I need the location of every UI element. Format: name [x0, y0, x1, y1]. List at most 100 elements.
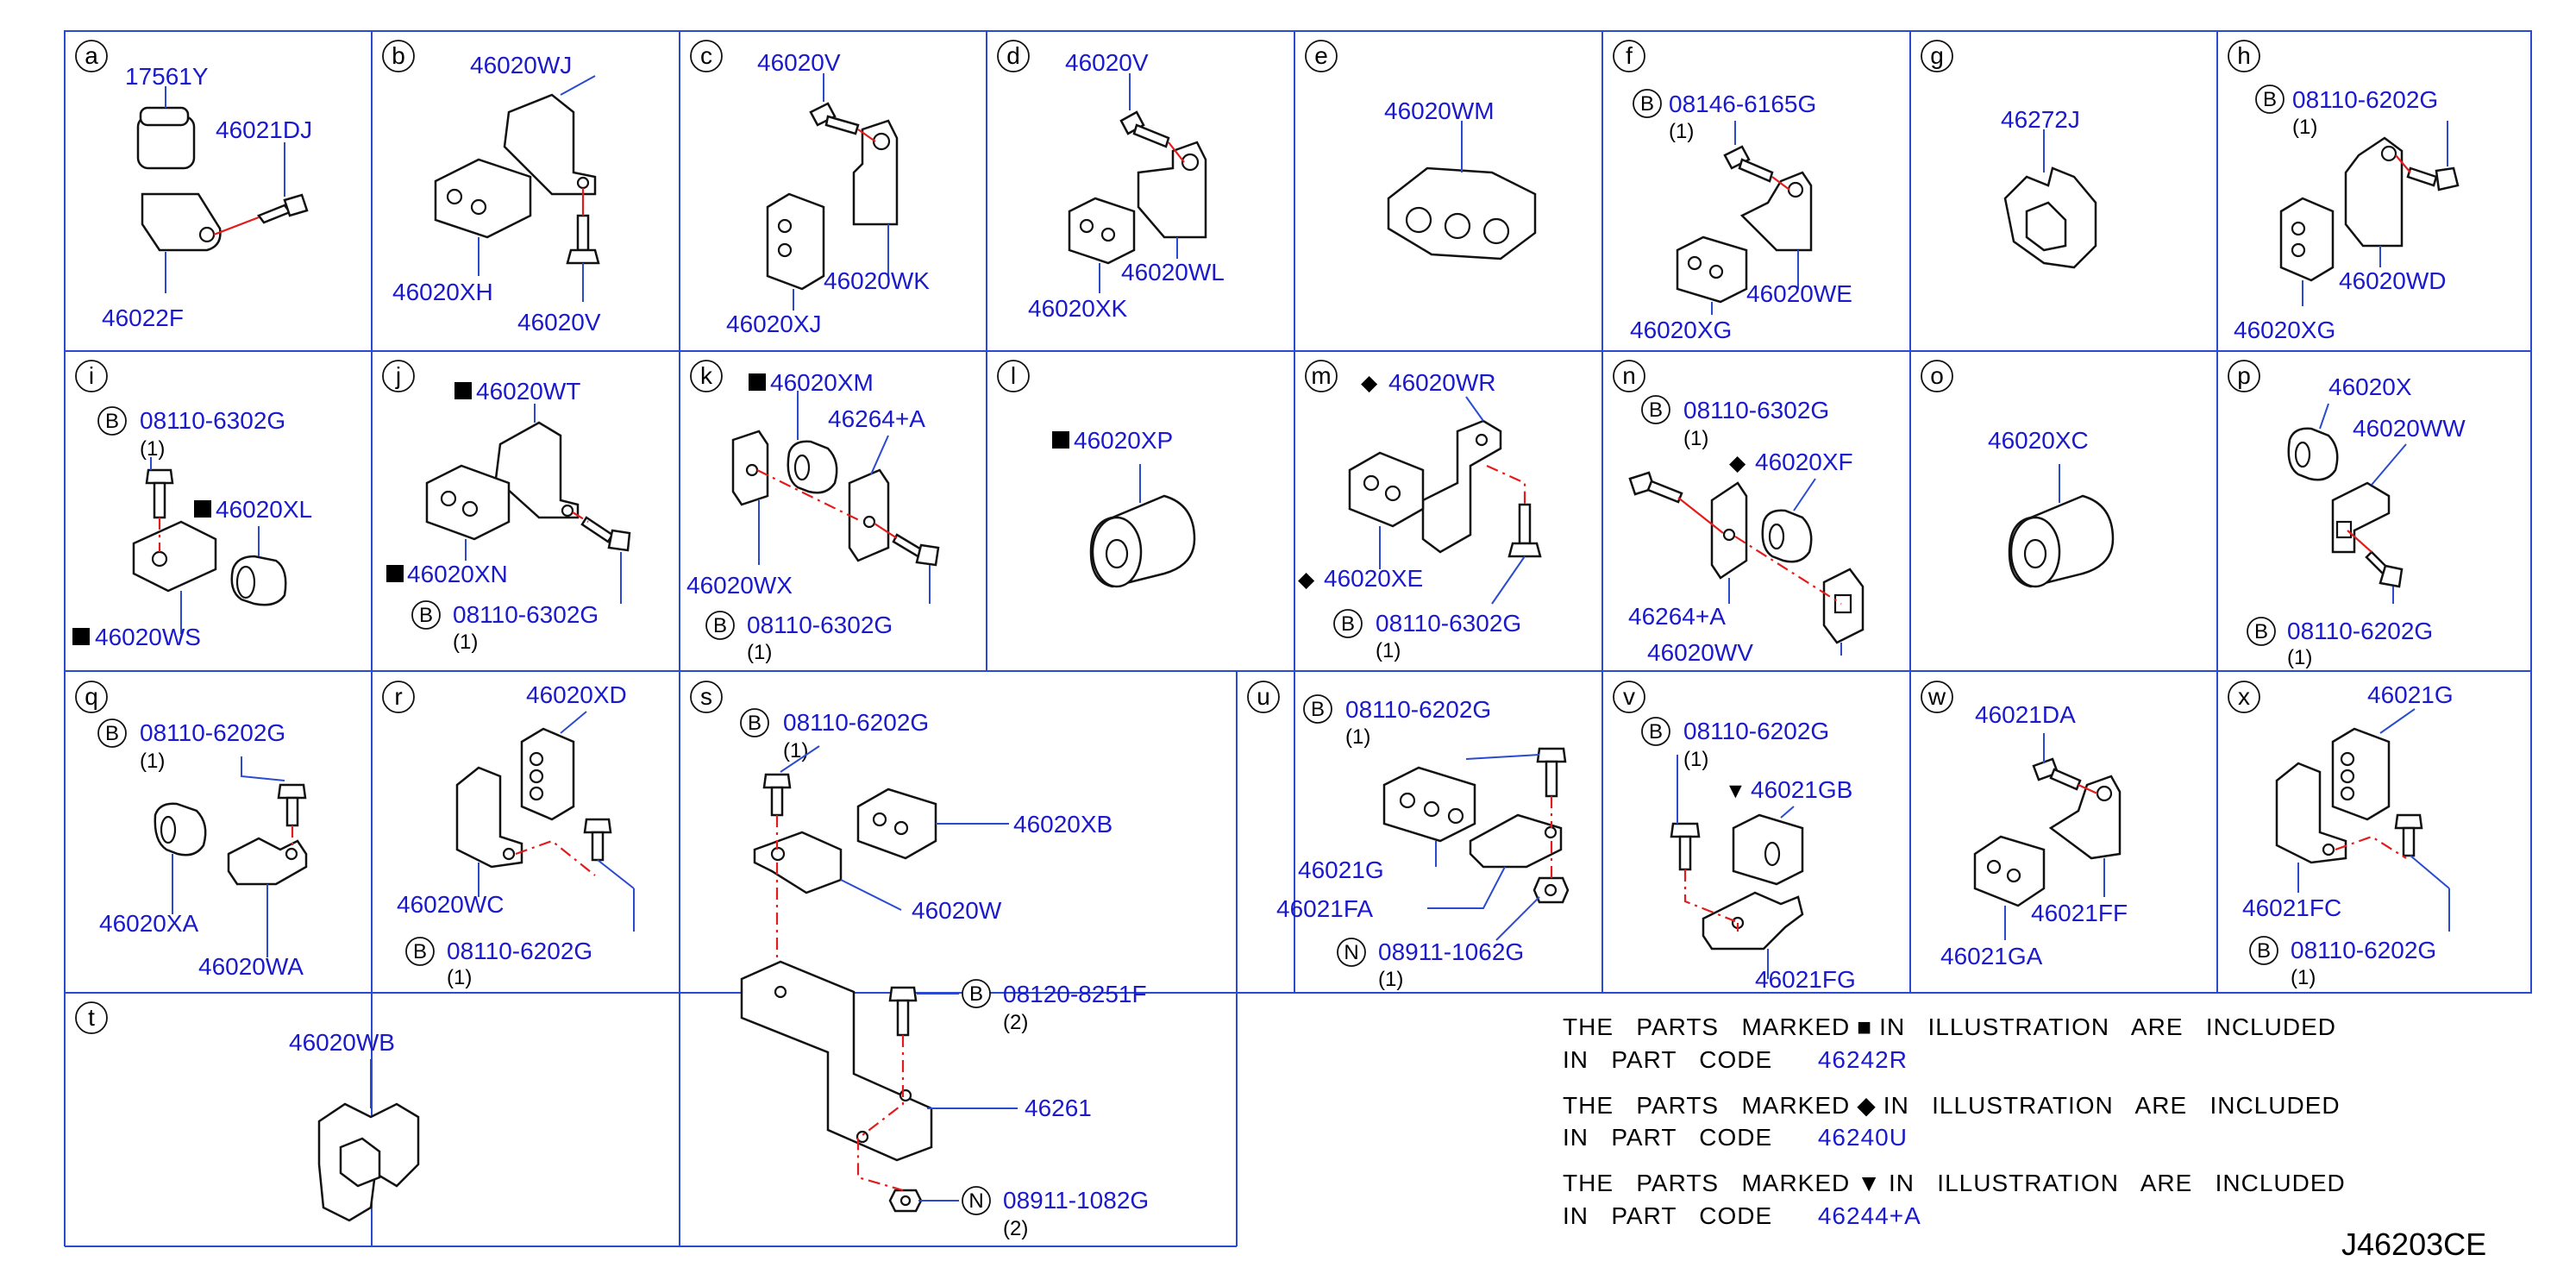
cell-letter-f: f [1613, 40, 1645, 72]
bushing-p [2287, 427, 2339, 481]
cell-n: B 08110-6302G (1) ◆ 46020XF 46264+A 4602… [1628, 395, 1865, 666]
bracket-r [455, 766, 523, 869]
svg-text:(1): (1) [140, 750, 165, 773]
svg-text:B: B [2254, 620, 2268, 643]
svg-text:o: o [1930, 362, 1944, 389]
cell-d: 46020V 46020WL 46020XK [1028, 49, 1225, 322]
svg-text:(1): (1) [2291, 966, 2316, 989]
square-marker-j2 [386, 565, 404, 582]
cell-c: 46020V 46020WK 46020XJ [726, 49, 930, 337]
rubber-mount-s [856, 787, 937, 860]
bushing-o [2008, 494, 2115, 588]
bolt-w [2032, 757, 2082, 791]
svg-text:46020XN: 46020XN [407, 561, 508, 587]
square-marker-i2 [72, 628, 90, 645]
cell-g: 46272J [2001, 106, 2097, 269]
cell-h: B 08110-6202G (1) 46020WD 46020XG [2234, 85, 2460, 343]
note-2-line-2: IN PART CODE 46240U [1563, 1124, 1908, 1151]
cell-b: 46020WJ 46020XH 46020V [392, 52, 601, 336]
svg-text:B: B [1649, 398, 1663, 422]
svg-text:46021FC: 46021FC [2242, 894, 2341, 921]
svg-text:(1): (1) [1669, 120, 1694, 143]
svg-text:46261: 46261 [1025, 1095, 1092, 1121]
svg-text:a: a [85, 42, 98, 69]
svg-text:m: m [1311, 362, 1331, 389]
cell-letter-b: b [382, 40, 415, 72]
svg-text:46020WE: 46020WE [1746, 280, 1852, 307]
bushing-l [1089, 494, 1196, 588]
cell-letter-c: c [690, 40, 723, 72]
bolt-c [809, 102, 860, 135]
bolt-badge-i: B [97, 406, 127, 436]
cell-j: 46020WT 46020XN B 08110-6302G (1) [386, 378, 631, 654]
svg-text:s: s [700, 683, 712, 710]
svg-text:N: N [968, 1189, 983, 1213]
bolt-badge-u: B [1303, 694, 1332, 724]
svg-text:B: B [713, 614, 727, 637]
svg-text:46020WL: 46020WL [1121, 259, 1225, 285]
svg-text:46020XL: 46020XL [216, 496, 312, 523]
square-marker-i [194, 500, 211, 518]
triple-clamp-e [1387, 166, 1537, 260]
svg-text:46022F: 46022F [102, 304, 184, 331]
svg-text:▼: ▼ [1725, 779, 1746, 803]
clamp-plate-n [1710, 481, 1748, 580]
svg-text:q: q [85, 683, 98, 710]
svg-text:08146-6165G: 08146-6165G [1669, 91, 1816, 117]
svg-text:B: B [1649, 720, 1663, 744]
bolt-badge-x: B [2249, 936, 2278, 965]
bolt-d [1119, 110, 1170, 148]
svg-text:(1): (1) [2287, 646, 2312, 669]
svg-text:◆: ◆ [1729, 451, 1746, 475]
svg-text:(1): (1) [1683, 427, 1708, 450]
svg-text:08110-6302G: 08110-6302G [747, 612, 893, 638]
bolt-p [2365, 550, 2404, 588]
clip-t [317, 1102, 420, 1222]
cell-letter-q: q [75, 681, 108, 713]
svg-text:v: v [1623, 683, 1635, 710]
svg-text:B: B [1640, 92, 1654, 116]
svg-text:46021GA: 46021GA [1940, 943, 2043, 969]
bolt-u [1536, 747, 1567, 798]
svg-text:(1): (1) [747, 641, 772, 664]
svg-text:46020WA: 46020WA [198, 953, 304, 980]
svg-text:46020XE: 46020XE [1324, 565, 1423, 592]
nut-u [1532, 876, 1570, 904]
svg-text:(1): (1) [1683, 748, 1708, 771]
clip-g [2003, 166, 2097, 269]
cell-a: 17561Y 46021DJ 46022F [102, 63, 312, 331]
bolt-n [1628, 471, 1683, 504]
svg-text:n: n [1622, 362, 1636, 389]
svg-text:(2): (2) [1003, 1217, 1028, 1240]
svg-text:46020X: 46020X [2328, 373, 2412, 400]
svg-text:(2): (2) [1003, 1011, 1028, 1034]
bracket-b [503, 93, 597, 196]
bolt-h [2406, 166, 2460, 191]
svg-text:◆: ◆ [1298, 568, 1315, 592]
bolt-j [580, 516, 631, 552]
cell-letter-d: d [997, 40, 1030, 72]
svg-text:w: w [1927, 683, 1946, 710]
svg-text:08110-6202G: 08110-6202G [140, 719, 285, 746]
svg-text:(1): (1) [1376, 639, 1401, 662]
cell-letter-n: n [1613, 360, 1645, 392]
clamp-u [1469, 813, 1563, 869]
cell-letter-s: s [690, 681, 723, 713]
cell-letter-u: u [1247, 681, 1280, 713]
svg-text:b: b [392, 42, 405, 69]
svg-text:08110-6302G: 08110-6302G [140, 407, 285, 434]
bolt-badge-s: B [740, 708, 769, 737]
svg-text:08110-6302G: 08110-6302G [1376, 610, 1521, 637]
svg-text:46020WX: 46020WX [686, 572, 793, 599]
svg-text:46020WM: 46020WM [1384, 97, 1495, 124]
clamp-q [227, 837, 308, 886]
svg-text:B: B [105, 722, 119, 745]
drawing-id: J46203CE [2341, 1227, 2487, 1262]
svg-text:46020XF: 46020XF [1755, 449, 1853, 475]
cell-letter-h: h [2228, 40, 2260, 72]
cell-w: 46021DA 46021FF 46021GA [1940, 701, 2128, 969]
rubber-mount-w [1973, 835, 2046, 907]
cell-r: 46020XD 46020WC B 08110-6202G (1) [397, 681, 635, 989]
svg-text:u: u [1257, 683, 1270, 710]
